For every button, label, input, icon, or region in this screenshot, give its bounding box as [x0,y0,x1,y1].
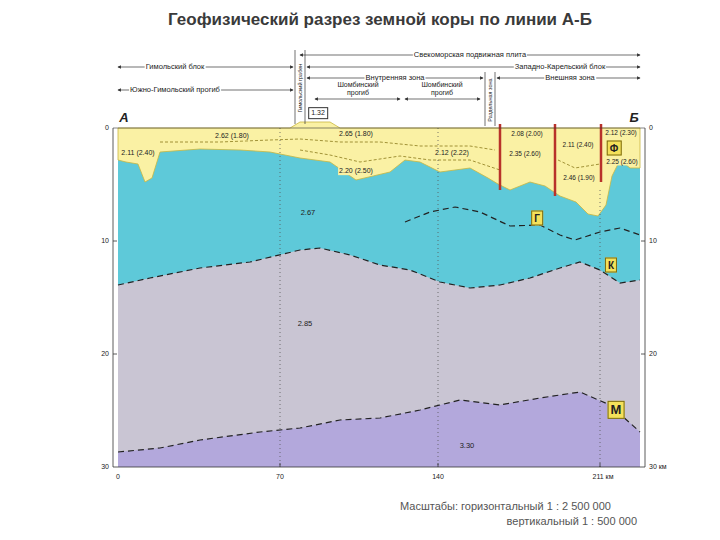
depth-tick: 20 [649,350,657,358]
depth-tick: 10 [649,237,657,245]
conrad-boundary [118,248,640,288]
density-value: 2.11 (2.40) [562,141,595,148]
zone-label: Раздельная зона [487,78,493,121]
zone-label: Внешняя зона [544,74,596,82]
basement-boundary [405,207,640,240]
density-value: 2.65 (1.80) [338,130,374,138]
boundary-marker: Г [531,211,543,226]
zone-label: Южно-Гимольский прогиб [129,86,221,94]
mantle-layer [118,392,640,467]
depth-tick: 20 [101,350,109,358]
zone-label: Шомбинский прогиб [418,81,466,96]
depth-tick: 30 [101,463,109,471]
grid-line [280,128,281,467]
node-text: Г [534,213,540,224]
distance-axis [113,467,645,468]
node-text: Ф [610,143,619,154]
density-value: 2.25 (2.60) [605,158,638,165]
grid-line [600,190,601,467]
distance-tick: 0 [116,473,120,481]
boundary-marker: Ф [607,141,622,156]
profile-end: Б [629,111,638,125]
density-value: 2.12 (2.30) [604,129,637,136]
node-text: К [608,260,614,271]
upper-crust-layer [118,128,640,467]
density-value: 2.46 (1.90) [562,174,595,181]
zone-label: Свекоморская подвижная плита [413,51,527,59]
node-text: 1.32 [311,109,325,117]
density-value: 3.30 [460,442,475,450]
depth-axis [645,128,646,467]
density-value: 2.85 [298,320,313,328]
grid-line [438,128,439,467]
boundary-marker: М [608,401,625,419]
depth-tick: 10 [101,237,109,245]
density-value: 2.62 (1.80) [214,132,250,140]
density-value: 2.67 [301,209,316,217]
zone-brackets [118,50,640,126]
moho-boundary [118,392,640,452]
surface-line [113,128,645,129]
lower-crust-layer [118,248,640,467]
density-value: 2.11 (2.40) [120,149,155,157]
axis-ticks [113,241,645,467]
depth-tick: 0 [105,124,109,132]
sediment-boundary [558,160,600,168]
value-box: 1.32 [308,107,328,119]
distance-tick: 211 км [593,473,614,481]
zone-label: Западно-Карельский блок [514,63,606,71]
depth-tick: 30 км [649,463,667,471]
density-value: 2.35 (2.60) [508,150,541,157]
zone-label: Гимольский блок [145,63,206,71]
sediment-layer [118,122,640,216]
fault-line [600,124,603,182]
depth-axis [113,128,114,467]
sediment-boundary [300,150,500,170]
density-value: 2.12 (2.22) [434,149,470,157]
profile-end: А [119,111,128,125]
fault-line [554,124,557,196]
boundary-marker: К [605,258,617,273]
diagram-title: Геофизический разрез земной коры по лини… [168,11,592,30]
density-value: 2.20 (2.50) [338,167,374,175]
scale-note: вертикальный 1 : 500 000 [507,515,637,527]
zone-label: Шомбинский прогиб [334,81,382,96]
node-text: М [611,403,622,417]
depth-tick: 0 [649,124,653,132]
distance-tick: 70 [276,473,284,481]
scale-note: Масштабы: горизонтальный 1 : 2 500 000 [400,500,611,512]
density-value: 2.08 (2.00) [510,130,543,137]
fault-line [499,124,502,190]
distance-tick: 140 [432,473,444,481]
zone-label: Гимольский грабен [297,64,303,113]
